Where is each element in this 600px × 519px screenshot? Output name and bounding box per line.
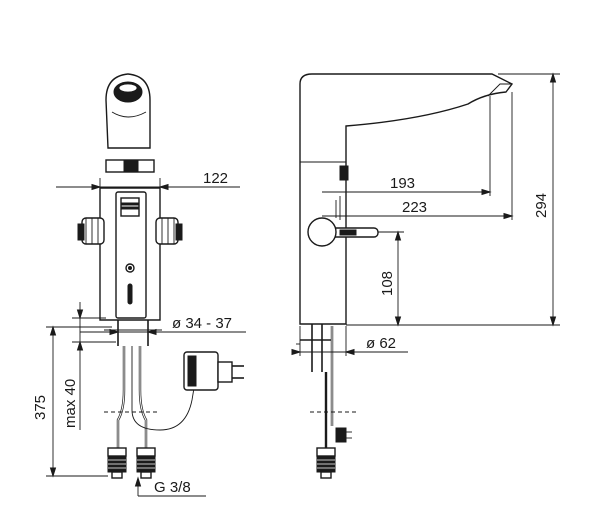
front-view: 122 ø 34 - 37 bbox=[32, 73, 246, 497]
side-view: 193 223 294 108 bbox=[291, 72, 560, 479]
dimension-lever-height: 108 bbox=[378, 230, 404, 327]
power-adapter bbox=[183, 351, 244, 391]
dimension-height: 294 bbox=[346, 72, 560, 327]
side-shank bbox=[300, 324, 356, 448]
right-fitting bbox=[136, 447, 156, 479]
left-valve-knob bbox=[77, 217, 105, 245]
dim-height-label: 294 bbox=[533, 193, 550, 218]
collar-ring bbox=[105, 159, 155, 173]
dim-lever-height-label: 108 bbox=[379, 271, 396, 296]
faucet-head bbox=[105, 73, 151, 149]
dimension-reach: 193 bbox=[322, 96, 492, 196]
dim-width-label: 122 bbox=[203, 170, 228, 187]
side-fitting bbox=[316, 447, 336, 479]
side-spout bbox=[299, 73, 514, 325]
front-shank bbox=[104, 320, 162, 346]
dim-total-height-label: 375 bbox=[32, 395, 49, 420]
dimension-thread: G 3/8 bbox=[134, 476, 206, 497]
dim-reach-label: 193 bbox=[390, 175, 415, 192]
dimension-max-thickness: max 40 bbox=[62, 302, 116, 430]
dim-max-thickness-label: max 40 bbox=[62, 379, 79, 428]
dimension-reach-outer: 223 bbox=[322, 92, 514, 220]
dimension-base-diameter: ø 62 bbox=[291, 326, 408, 356]
faucet-body bbox=[99, 187, 161, 321]
dimension-hole-diameter: ø 34 - 37 bbox=[80, 315, 246, 336]
dim-base-diameter-label: ø 62 bbox=[366, 335, 396, 352]
left-fitting bbox=[107, 447, 127, 479]
supply-hoses bbox=[104, 346, 195, 448]
dim-thread-label: G 3/8 bbox=[154, 479, 191, 496]
dim-hole-label: ø 34 - 37 bbox=[172, 315, 232, 332]
dim-reach-outer-label: 223 bbox=[402, 199, 427, 216]
right-valve-knob bbox=[155, 217, 183, 245]
dimension-width: 122 bbox=[56, 170, 240, 191]
side-lever bbox=[307, 196, 379, 247]
dimension-total-height: 375 bbox=[32, 325, 112, 478]
